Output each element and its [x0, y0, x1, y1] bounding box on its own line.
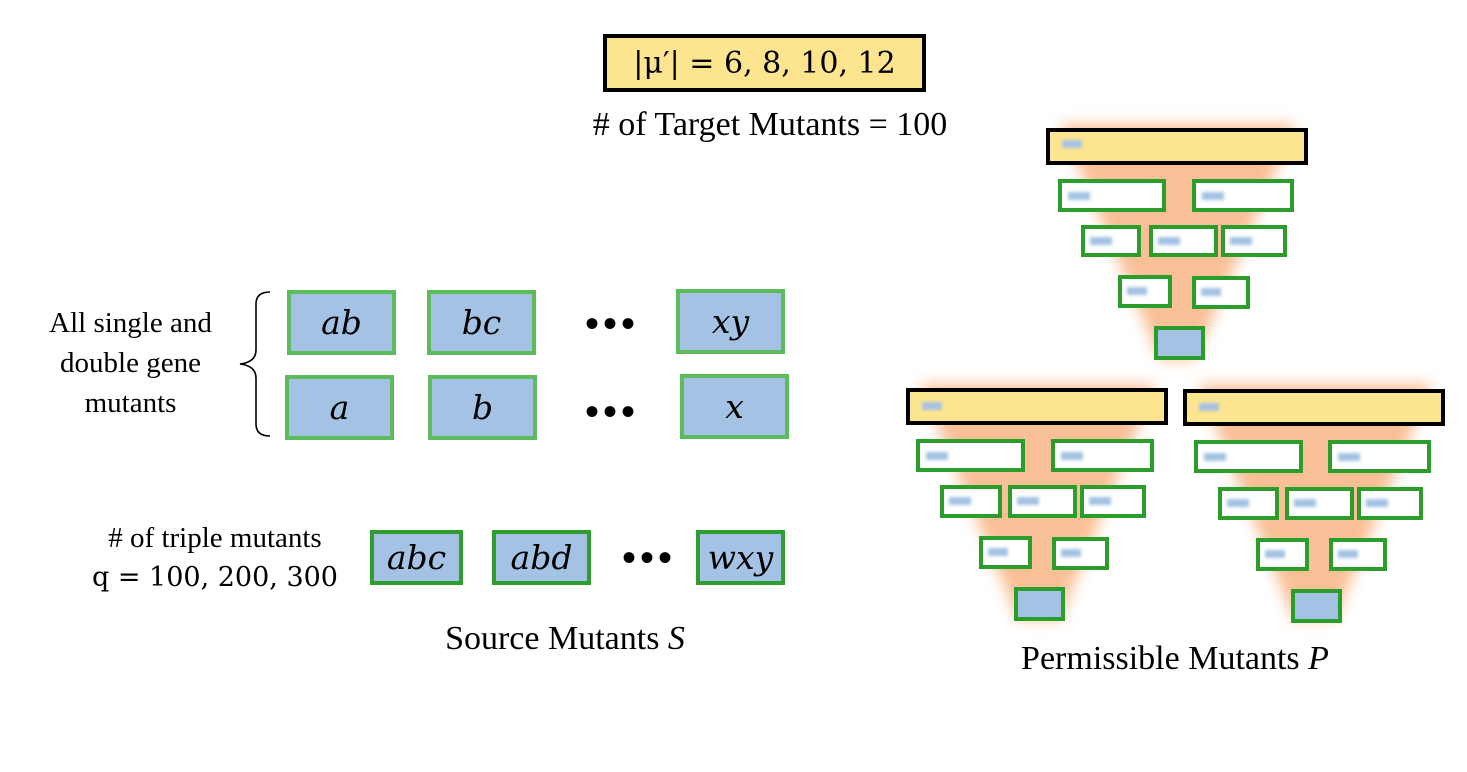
funnel-bottom-left — [906, 384, 1168, 621]
double-mutant-cell: ab — [287, 290, 396, 355]
ellipsis: ••• — [622, 535, 677, 580]
double-mutant-cell: xy — [676, 289, 785, 354]
brace-icon — [239, 291, 271, 437]
triple-count-text: # of triple mutants — [108, 522, 322, 554]
permissible-mutants-label: Permissible Mutants P — [1021, 640, 1329, 677]
triple-q-values: q = 100, 200, 300 — [91, 562, 338, 593]
mutant-size-text: |μ′| = 6, 8, 10, 12 — [633, 45, 896, 81]
source-mutants-label: Source Mutants S — [445, 620, 685, 657]
funnel-top — [1046, 124, 1308, 360]
triple-mutant-cell: wxy — [696, 530, 785, 585]
single-mutant-cell: x — [680, 374, 789, 439]
ellipsis: ••• — [585, 301, 640, 346]
triple-mutant-cell: abd — [492, 530, 591, 585]
funnel-bottom-right — [1183, 384, 1445, 623]
triple-mutant-cell: abc — [370, 530, 463, 585]
ellipsis: ••• — [585, 389, 640, 434]
single-mutant-cell: a — [285, 375, 394, 440]
single-double-label: All single and double gene mutants — [49, 307, 212, 419]
target-mutants-label: # of Target Mutants = 100 — [592, 106, 948, 143]
single-mutant-cell: b — [428, 375, 537, 440]
triple-mutants-label: # of triple mutants q = 100, 200, 300 — [80, 518, 350, 598]
mutant-size-box: |μ′| = 6, 8, 10, 12 — [603, 34, 926, 92]
double-mutant-cell: bc — [427, 290, 536, 355]
